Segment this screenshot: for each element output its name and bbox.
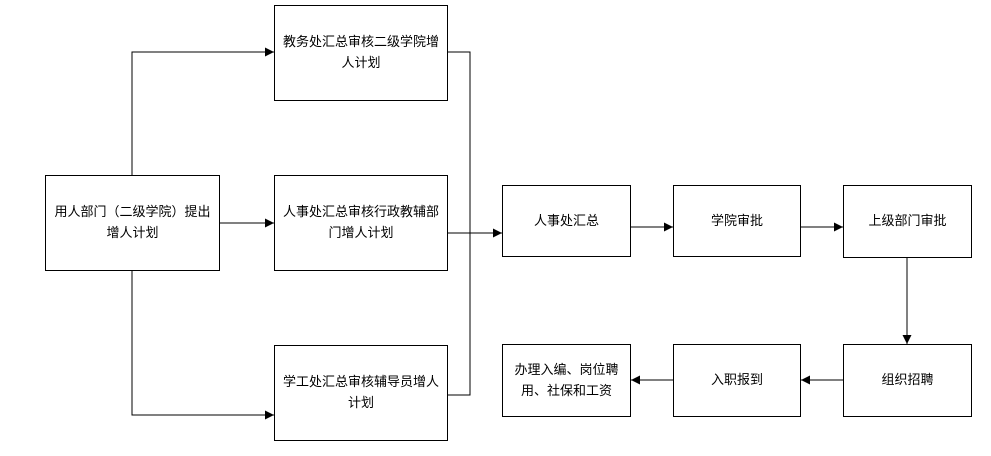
node-final-procedures: 办理入编、岗位聘用、社保和工资 — [502, 344, 631, 417]
node-hr-summary: 人事处汇总 — [502, 185, 631, 257]
node-onboarding-label: 入职报到 — [710, 373, 763, 388]
node-student-affairs-review: 学工处汇总审核辅导员增人计划 — [274, 345, 448, 441]
node-academic-affairs-label: 教务处汇总审核二级学院增人计划 — [283, 35, 440, 71]
node-hr-admin-label: 人事处汇总审核行政教辅部门增人计划 — [283, 205, 440, 241]
node-academic-affairs-review: 教务处汇总审核二级学院增人计划 — [274, 5, 448, 101]
node-superior-approval-label: 上级部门审批 — [868, 214, 947, 229]
node-recruitment: 组织招聘 — [843, 344, 972, 417]
node-dept-proposal-label: 用人部门（二级学院）提出增人计划 — [54, 205, 211, 241]
node-final-procedures-label: 办理入编、岗位聘用、社保和工资 — [514, 362, 619, 399]
node-recruitment-label: 组织招聘 — [881, 373, 934, 388]
node-college-approval: 学院审批 — [673, 185, 801, 257]
node-dept-proposal: 用人部门（二级学院）提出增人计划 — [45, 175, 220, 271]
node-hr-admin-review: 人事处汇总审核行政教辅部门增人计划 — [274, 175, 448, 271]
arrow-dept-to-academic-affairs — [131, 47, 274, 175]
node-student-affairs-label: 学工处汇总审核辅导员增人计划 — [283, 375, 440, 411]
node-superior-approval: 上级部门审批 — [843, 185, 972, 258]
node-hr-summary-label: 人事处汇总 — [533, 213, 599, 229]
node-onboarding: 入职报到 — [673, 344, 801, 417]
connector-academic-affairs-merge — [448, 51, 471, 396]
arrow-dept-to-student-affairs — [131, 270, 274, 420]
node-college-approval-label: 学院审批 — [710, 213, 763, 229]
